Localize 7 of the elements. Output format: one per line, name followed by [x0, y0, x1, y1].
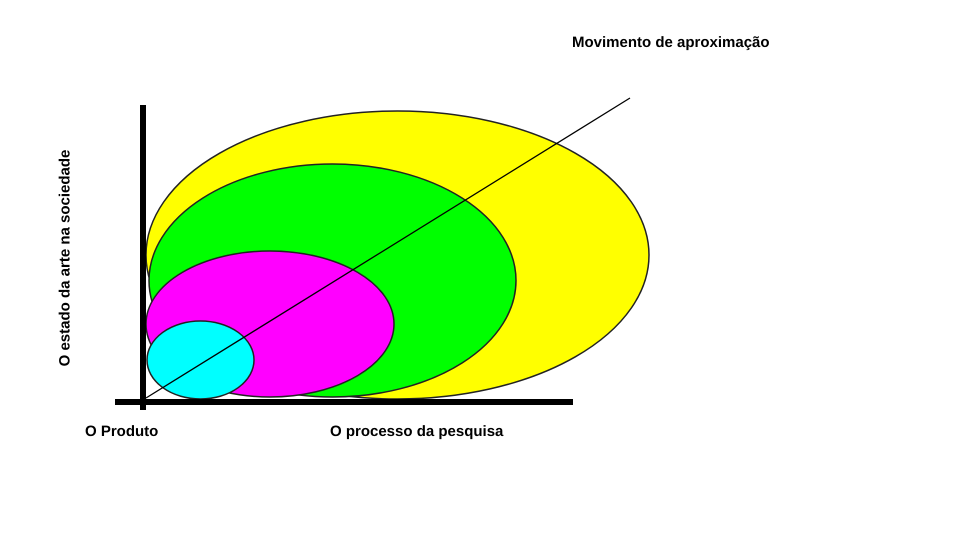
ellipse-region [145, 250, 395, 398]
axis-label: O Produto [85, 423, 158, 440]
axis-label: O processo da pesquisa [330, 423, 504, 440]
ellipse-region [146, 320, 255, 400]
chart-caption: Movimento de aproximação [572, 34, 770, 51]
axis-label: O estado da arte na sociedade [56, 150, 74, 366]
ellipse-region [148, 163, 517, 398]
